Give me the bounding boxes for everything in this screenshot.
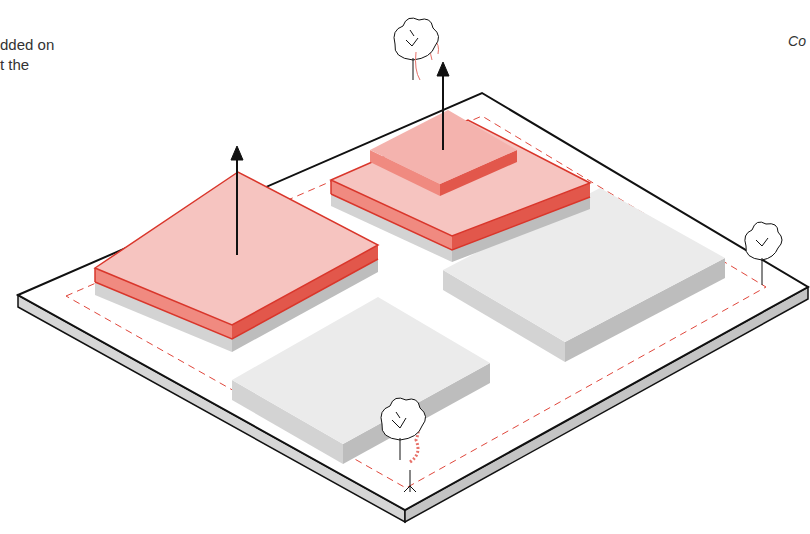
label-holder: t the	[0, 56, 29, 74]
note-text: Co	[788, 32, 806, 50]
label-holder: Co	[788, 32, 806, 50]
label-holder: dded on	[0, 36, 54, 54]
height-arrow	[231, 62, 449, 255]
note-text: t the	[0, 56, 29, 74]
tree	[381, 18, 782, 492]
note-text: dded on	[0, 36, 54, 54]
site-plate	[18, 93, 808, 522]
